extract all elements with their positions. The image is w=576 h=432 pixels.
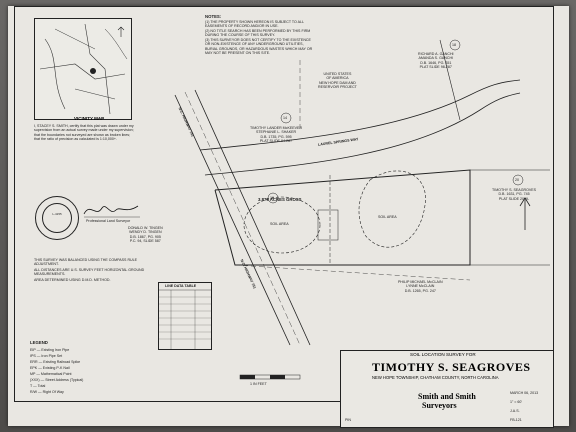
parcel-name: UNITED STATES <box>323 72 352 76</box>
firm-subtitle: Surveyors <box>422 401 457 410</box>
legend-symbol: T <box>30 384 33 388</box>
parcel-name: PHILIP MICHAEL McCLAIN <box>398 280 443 284</box>
parcel-mcclain: PHILIP MICHAEL McCLAIN LYNNE McCLAIN D.B… <box>398 280 443 293</box>
survey-date: MARCH 06, 2013 <box>510 391 539 395</box>
parcel-name-2: STEPHANIE L. SHAKER <box>255 130 297 135</box>
drawn-by: J.A.S. <box>510 409 520 413</box>
signature <box>83 205 140 218</box>
pin-label: PIN <box>345 418 351 422</box>
job-number: FB-121 <box>510 418 522 422</box>
parcel-name-2: OF AMERICA <box>326 76 349 81</box>
parcel-usa: UNITED STATES OF AMERICA NEW HOPE DAM AN… <box>318 72 357 90</box>
vicinity-map-drawing <box>39 23 128 115</box>
firm-name: Smith and Smith <box>418 392 476 401</box>
parcel-mckeever: TIMOTHY LANDER McKEEVER STEPHANIE L. SHA… <box>250 126 302 144</box>
parcel-name: TIMOTHY LANDER McKEEVER <box>250 126 303 130</box>
parcel-plat: RESERVOIR PROJECT <box>318 85 357 90</box>
parcel-ref: D.B. 1631, PG. 745 <box>498 192 530 197</box>
legend-desc: Total <box>37 384 46 388</box>
scale-bar-label: 1 IN FEET <box>250 382 267 386</box>
survey-note-3: AREA DETERMINED USING D.M.D. METHOD. <box>34 278 111 282</box>
legend-desc: Existing Railroad Spike <box>43 360 81 364</box>
license-number: L-4155 <box>52 212 62 216</box>
parcel-ganchi: RICHARD A. GANCHI AMANDA S. GANCHI D.B. … <box>418 52 454 70</box>
parcel-ref: D.B. 1867, PG. 905 <box>129 234 161 239</box>
parcel-plat: PLAT SLIDE 94-287 <box>259 139 293 144</box>
parcel-plat: PLAT SLIDE 98-287 <box>419 65 452 70</box>
legend-item: EIP — Existing Iron Pipe <box>30 348 70 352</box>
soil-area-label-2: SOIL AREA <box>378 215 397 219</box>
owner-name: TIMOTHY S. SEAGROVES <box>372 360 531 374</box>
legend-item: T — Total <box>30 384 46 388</box>
survey-location: NEW HOPE TOWNSHIP, CHATHAM COUNTY, NORTH… <box>372 375 499 380</box>
vicinity-map-label: VICINITY MAP <box>74 116 105 121</box>
parcel-ref: NEW HOPE DAM AND <box>318 80 356 85</box>
legend-symbol: (XXX) <box>30 378 40 382</box>
legend-symbol: EPK <box>30 366 38 370</box>
parcel-ref: D.B. 1265, PG. 247 <box>404 288 436 293</box>
title-block <box>340 350 554 428</box>
parcel-name: RICHARD A. GANCHI <box>418 52 454 56</box>
legend-desc: Street Address (Typical) <box>45 378 84 382</box>
legend-symbol: MP <box>30 372 36 376</box>
legend-desc: Existing Iron Pipe <box>41 348 70 352</box>
vicinity-map <box>34 18 132 120</box>
parcel-plat: PLAT SLIDE 2009- <box>498 196 530 201</box>
parcel-name-2: LYNNE McCLAIN <box>406 284 435 289</box>
legend-item: MP — Mathematical Point <box>30 372 72 376</box>
legend-item: IPS — Iron Pipe Set <box>30 354 63 358</box>
legend-desc: Right Of Way <box>42 390 64 394</box>
notes-header: NOTES: <box>205 14 222 19</box>
parcel-name: TIMOTHY S. SEAGROVES <box>492 188 537 192</box>
survey-scale: 1" = 60' <box>510 400 523 404</box>
lot-number: 14 <box>283 116 287 120</box>
line-table-title: LINE DATA TABLE <box>165 284 197 288</box>
survey-note-1: THIS SURVEY WAS BALANCED USING THE COMPA… <box>34 258 138 267</box>
parcel-ref: D.B. 1735, PG. 595 <box>260 134 292 139</box>
legend-item: EPK — Existing P-K Nail <box>30 366 70 370</box>
legend-title: LEGEND <box>30 340 48 345</box>
legend-desc: Mathematical Point <box>40 372 72 376</box>
lot-number: 20 <box>515 178 519 182</box>
parcel-seagroves: TIMOTHY S. SEAGROVES D.B. 1631, PG. 745 … <box>492 188 536 201</box>
acreage-label: 3.879 ACRES GROSS <box>258 197 302 202</box>
lot-number: 16 <box>270 196 274 200</box>
legend-symbol: ERR <box>30 360 38 364</box>
parcel-name-2: WENDY D. TINGEN <box>129 230 162 235</box>
signature-label: Professional Land Surveyor <box>86 219 131 223</box>
note-3: (3) THIS SURVEYOR DOES NOT CERTIFY TO TH… <box>205 38 313 56</box>
legend-symbol: EIP <box>30 348 36 352</box>
survey-note-2: ALL DISTANCES ARE U.S. SURVEY FEET HORIZ… <box>34 268 145 277</box>
legend-symbol: IPS <box>30 354 36 358</box>
survey-type: SOIL LOCATION SURVEY FOR <box>410 352 476 357</box>
note-1: (1) THE PROPERTY SHOWN HEREON IS SUBJECT… <box>205 20 304 29</box>
legend-desc: Iron Pipe Set <box>41 354 63 358</box>
legend-item: ERR — Existing Railroad Spike <box>30 360 81 364</box>
drawing-frame <box>14 6 554 402</box>
line-table-grid <box>159 289 211 349</box>
parcel-ref: D.B. 1646, PG. 351 <box>420 60 452 65</box>
soil-area-label: SOIL AREA <box>270 222 289 226</box>
parcel-name-2: AMANDA S. GANCHI <box>418 56 454 61</box>
legend-item: (XXX) — Street Address (Typical) <box>30 378 84 382</box>
parcel-name: DONALD W. TINGEN <box>128 226 163 230</box>
legend-desc: Existing P-K Nail <box>42 366 70 370</box>
surveyor-certificate: I, STACEY S. SMITH, certify that this pl… <box>34 124 134 142</box>
legend-symbol: R/W <box>30 390 37 394</box>
parcel-plat: P.C. 94, SLIDE 587 <box>129 239 161 244</box>
surveyor-seal <box>35 196 79 240</box>
lot-number: 18 <box>452 43 456 47</box>
note-2: (2) NO TITLE SEARCH HAS BEEN PERFORMED B… <box>205 29 311 38</box>
legend-item: R/W — Right Of Way <box>30 390 64 394</box>
parcel-tingen: DONALD W. TINGEN WENDY D. TINGEN D.B. 18… <box>128 226 163 244</box>
surveyor-seal-inner <box>42 203 72 233</box>
line-data-table: LINE DATA TABLE <box>158 282 212 350</box>
